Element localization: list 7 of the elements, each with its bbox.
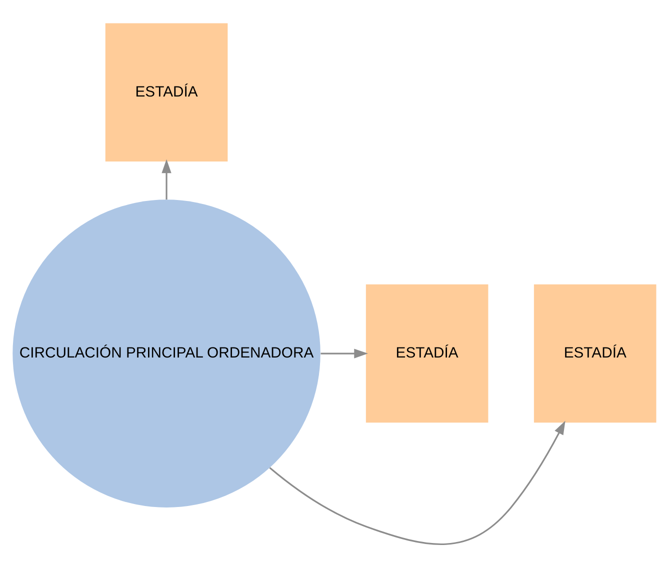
- arrow: [320, 348, 368, 358]
- node-box: ESTADÍA: [105, 22, 228, 161]
- arrow: [269, 420, 566, 544]
- node-box: ESTADÍA: [534, 284, 656, 422]
- arrow: [162, 158, 172, 200]
- node-circle: CIRCULACIÓN PRINCIPAL ORDENADORA: [12, 199, 320, 507]
- node-box: ESTADÍA: [366, 284, 488, 422]
